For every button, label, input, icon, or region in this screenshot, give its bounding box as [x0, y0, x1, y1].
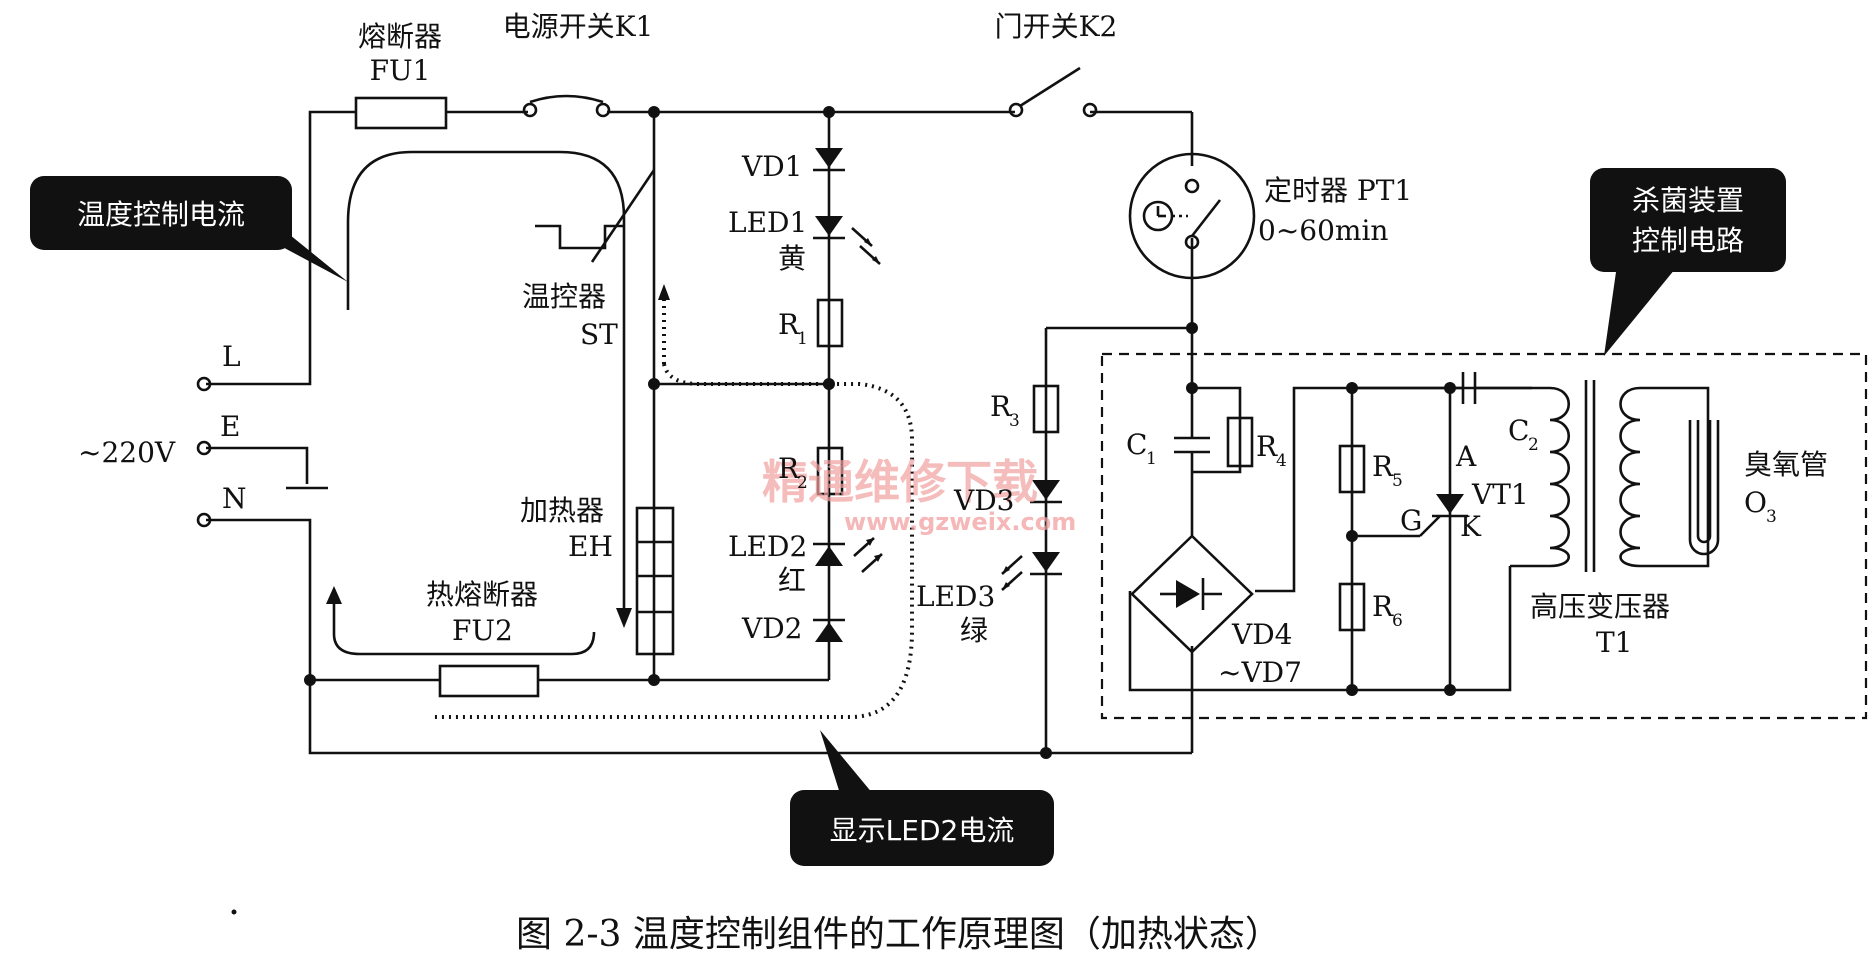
r2-resistor — [816, 446, 844, 496]
callout-led2-current: 显示LED2电流 — [790, 730, 1054, 866]
r6-label: R — [1372, 590, 1394, 623]
c2-sub-label: 2 — [1528, 435, 1539, 455]
vd1-diode — [813, 148, 845, 172]
mains-terminals — [196, 376, 212, 528]
led1-diode — [813, 216, 881, 265]
r1-resistor — [816, 298, 844, 348]
r3-label: R — [990, 390, 1012, 423]
r4-resistor — [1226, 416, 1254, 468]
t1-code-label: T1 — [1596, 626, 1633, 659]
fu2-name-label: 热熔断器 — [426, 578, 538, 611]
k2-label: 门开关K2 — [995, 10, 1118, 43]
r4-label: R — [1256, 430, 1278, 463]
o3-sub-label: 3 — [1766, 507, 1777, 527]
r5-sub-label: 5 — [1392, 471, 1403, 491]
fu2-code-label: FU2 — [452, 614, 513, 647]
thermostat-st — [535, 169, 656, 263]
r2-sub-label: 2 — [797, 473, 808, 493]
r3-sub-label: 3 — [1009, 411, 1020, 431]
eh-name-label: 加热器 — [520, 494, 604, 527]
k1-switch — [522, 94, 611, 118]
vt1-thyristor — [1419, 494, 1468, 537]
watermark: 精通维修下载 www.gzweix.com — [762, 455, 1076, 536]
led1-label: LED1 — [728, 206, 807, 239]
vd3-diode — [1030, 480, 1062, 504]
vd2-diode — [813, 618, 845, 642]
callout-sterilizer: 杀菌装置 控制电路 — [1590, 168, 1786, 356]
timer-pt1 — [1128, 152, 1256, 280]
led3-diode — [1001, 552, 1062, 591]
bridge-rectifier — [1130, 534, 1254, 654]
k1-label: 电源开关K1 — [503, 10, 654, 43]
led2-current-path — [430, 284, 914, 719]
watermark-main: 精通维修下载 — [762, 455, 1038, 509]
junction-dots — [304, 106, 1456, 759]
thyristor-anode-label: A — [1455, 440, 1477, 473]
component-labels: 熔断器 FU1 电源开关K1 门开关K2 VD1 LED1 黄 R 1 温控器 … — [78, 10, 1828, 689]
fu1-code-label: FU1 — [370, 54, 431, 87]
vd3-label: VD3 — [953, 484, 1014, 517]
o3-code-label: O — [1744, 486, 1767, 519]
callout-temperature-current: 温度控制电流 — [30, 176, 348, 282]
sterilizer-dashed-box — [1100, 352, 1868, 720]
led3-color-label: 绿 — [960, 614, 988, 647]
t1-name-label: 高压变压器 — [1530, 590, 1670, 623]
led2-diode — [813, 537, 883, 573]
callout-sterilizer-line1: 杀菌装置 — [1632, 184, 1744, 217]
thyristor-cathode-label: K — [1460, 510, 1482, 543]
temperature-current-path — [326, 150, 632, 656]
vt1-label: VT1 — [1471, 478, 1529, 511]
led3-label: LED3 — [916, 580, 995, 613]
transformer-t1 — [1510, 380, 1710, 572]
heater-eh — [635, 506, 675, 656]
thyristor-gate-label: G — [1400, 504, 1422, 537]
wiring — [206, 110, 1550, 755]
fu1-name-label: 熔断器 — [358, 20, 442, 53]
callout-led2-current-text: 显示LED2电流 — [830, 814, 1015, 847]
e-terminal-label: E — [220, 410, 240, 443]
c1-label: C — [1126, 428, 1147, 461]
o3-name-label: 臭氧管 — [1744, 448, 1828, 481]
st-name-label: 温控器 — [522, 280, 606, 313]
n-terminal-label: N — [222, 482, 247, 515]
r6-sub-label: 6 — [1392, 611, 1403, 631]
fu2-thermal-fuse — [438, 664, 540, 698]
r4-sub-label: 4 — [1276, 451, 1287, 471]
callout-sterilizer-line2: 控制电路 — [1632, 224, 1744, 257]
l-terminal-label: L — [222, 340, 241, 373]
c2-capacitor — [1461, 372, 1532, 404]
r6-resistor — [1338, 582, 1366, 632]
vd2-label: VD2 — [741, 612, 802, 645]
led1-color-label: 黄 — [778, 242, 806, 275]
r2-label: R — [778, 452, 800, 485]
r5-resistor — [1338, 444, 1366, 494]
stray-dot — [231, 909, 237, 915]
c1-sub-label: 1 — [1146, 449, 1157, 469]
r3-resistor — [1032, 384, 1060, 434]
r1-label: R — [778, 308, 800, 341]
pt1-range-label: 0~60min — [1258, 214, 1388, 247]
ozone-tube-o3 — [1688, 420, 1720, 556]
eh-code-label: EH — [568, 530, 613, 563]
st-code-label: ST — [580, 318, 618, 351]
c1-capacitor — [1174, 430, 1210, 472]
pt1-name-label: 定时器 PT1 — [1264, 174, 1412, 207]
figure-caption: 图 2-3 温度控制组件的工作原理图（加热状态） — [516, 914, 1281, 955]
r5-label: R — [1372, 450, 1394, 483]
callout-temperature-current-text: 温度控制电流 — [77, 198, 245, 231]
led2-color-label: 红 — [778, 564, 806, 597]
led2-label: LED2 — [728, 530, 807, 563]
fu1-fuse — [354, 96, 448, 130]
r1-sub-label: 1 — [797, 329, 808, 349]
k2-door-switch — [1008, 66, 1098, 118]
watermark-url: www.gzweix.com — [844, 508, 1076, 536]
vd7-label: ~VD7 — [1218, 656, 1302, 689]
vd4-label: VD4 — [1231, 618, 1292, 651]
vd1-label: VD1 — [741, 150, 802, 183]
c2-label: C — [1508, 414, 1529, 447]
mains-voltage-label: ~220V — [78, 436, 176, 469]
